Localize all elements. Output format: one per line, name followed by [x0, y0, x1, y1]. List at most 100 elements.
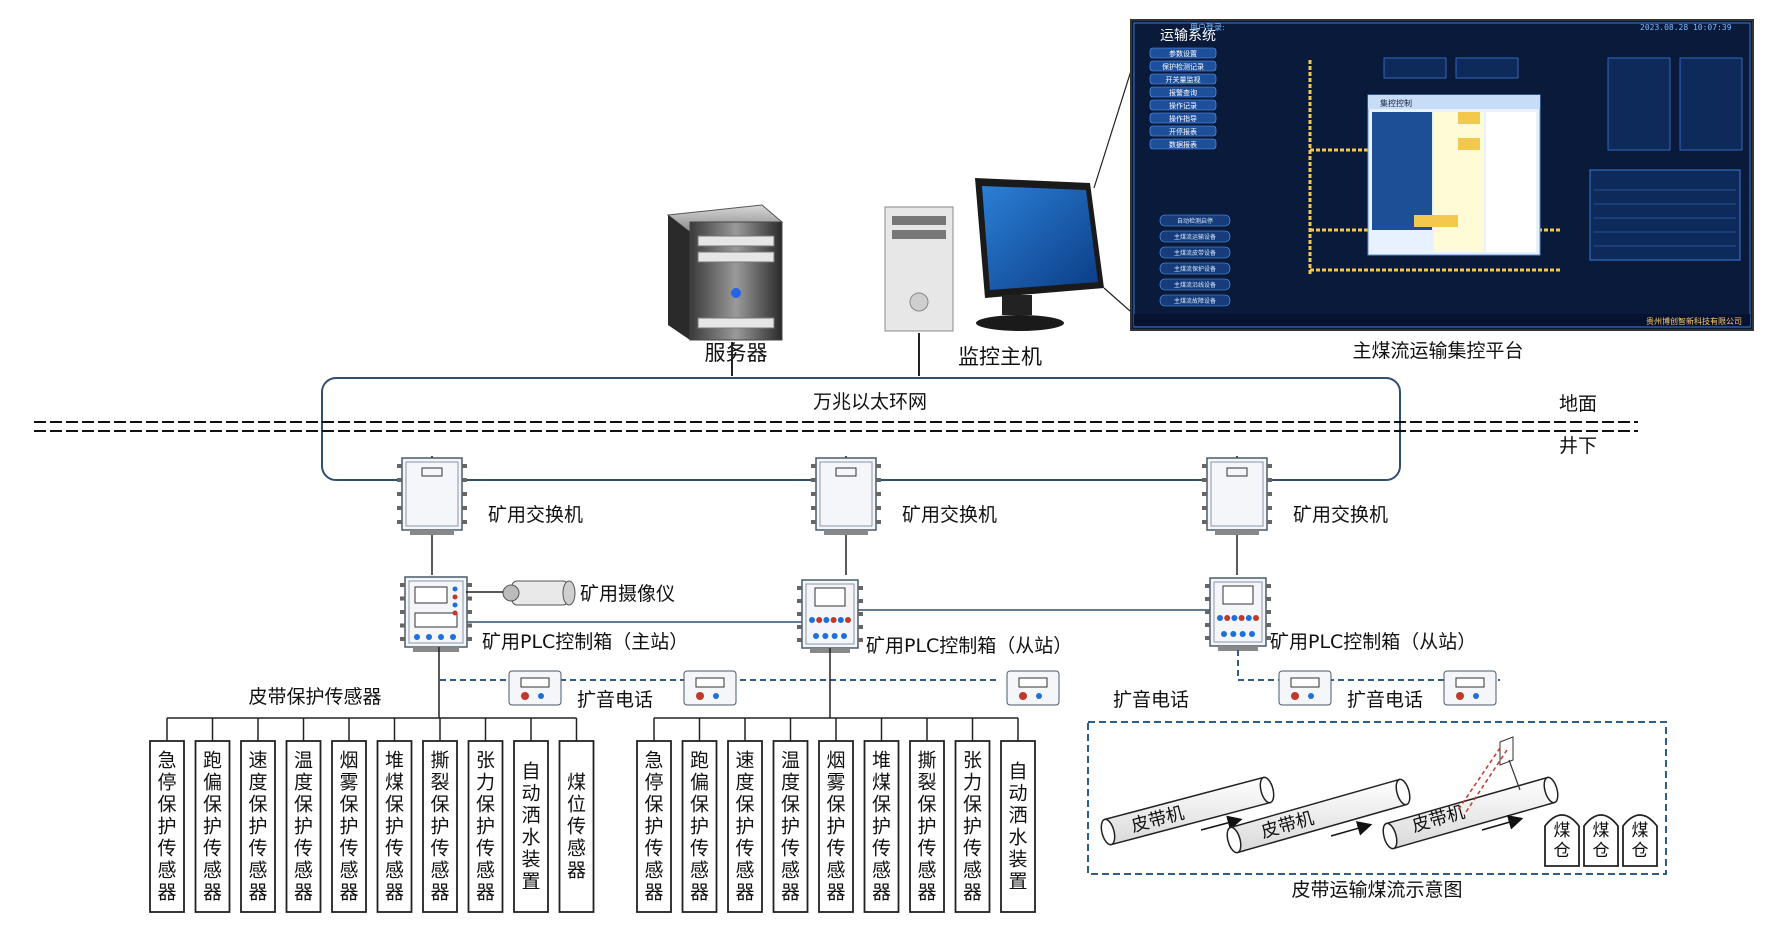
sensor-label: 温度保护传感器	[294, 750, 313, 904]
screen-stat-panel	[1607, 57, 1671, 151]
underground-label: 井下	[1559, 435, 1597, 457]
sensor-group-2: 急停保护传感器 跑偏保护传感器 速度保护传感器温度保护传感器烟雾保护传感器堆煤保护传…	[636, 648, 1036, 913]
switch-label: 矿用交换机	[488, 504, 583, 526]
screen-menu-lower-label: 主煤流运输设备	[1174, 233, 1216, 241]
sensor-label: 急停保护传感器	[644, 750, 663, 904]
sensor-box: 煤位传感器	[558, 740, 595, 913]
platform-screen: 运输系统 用户登录: 2023.08.28 10:07:39 参数设置保护检测记…	[1130, 19, 1754, 331]
sensor-label: 速度保护传感器	[735, 750, 754, 904]
flow-arrow-icon	[1200, 815, 1243, 831]
phone-icon	[508, 670, 562, 706]
screen-menu-button[interactable]	[1149, 73, 1217, 85]
sensor-box: 自动洒水装置	[1000, 740, 1036, 913]
phone-label: 扩音电话	[1347, 689, 1423, 711]
screen-menu-button[interactable]	[1149, 86, 1217, 98]
screen-footer-company: 贵州博创智新科技有限公司	[1646, 316, 1742, 326]
sensor-box: 温度保护传感器	[285, 740, 322, 913]
sensor-box: 温度保护传感器	[772, 740, 809, 913]
mine-switch-icon	[811, 457, 881, 535]
sensor-box: 烟雾保护传感器	[818, 740, 854, 913]
screen-menu-label: 开关量监视	[1166, 75, 1201, 84]
screen-menu-lower-button[interactable]	[1159, 278, 1231, 291]
camera-label: 矿用摄像仪	[580, 583, 675, 605]
flow-arrow-icon	[1481, 815, 1524, 831]
screen-menu-label: 参数设置	[1169, 49, 1197, 58]
screen-menu-button[interactable]	[1149, 60, 1217, 72]
sensor-group-label: 皮带保护传感器	[248, 686, 381, 708]
screen-menu-lower-label: 主煤流故障设备	[1174, 297, 1216, 305]
hopper-icon	[1457, 736, 1521, 813]
plc-box-icon	[400, 576, 472, 652]
bunker-label: 煤仓	[1632, 821, 1649, 861]
screen-menu-lower: 自动检测启停主煤流运输设备主煤流皮带设备主煤流保护设备主煤流沿线设备主煤流故障设…	[1159, 214, 1231, 307]
screen-menu-label: 操作指导	[1169, 114, 1197, 123]
coal-bunker: 煤仓	[1583, 814, 1619, 867]
screen-menu-lower-button[interactable]	[1159, 214, 1231, 227]
sensor-box: 速度保护传感器	[727, 740, 763, 913]
sensor-label: 跑偏保护传感器	[690, 750, 709, 904]
sensor-label: 自动洒水装置	[521, 761, 540, 893]
sensor-label: 撕裂保护传感器	[917, 750, 936, 904]
monitor-icon	[975, 178, 1104, 331]
sensor-label: 速度保护传感器	[248, 750, 267, 904]
phone-icon	[1443, 670, 1497, 706]
sensor-label: 煤位传感器	[567, 772, 586, 882]
screen-menu-lower-label: 主煤流皮带设备	[1174, 249, 1216, 257]
belt-diagram-caption: 皮带运输煤流示意图	[1291, 879, 1462, 901]
screen-menu-label: 数据报表	[1169, 140, 1197, 149]
screen-menu-lower-button[interactable]	[1159, 294, 1231, 307]
sensor-box: 堆煤保护传感器	[376, 740, 413, 913]
sensor-label: 张力保护传感器	[476, 750, 495, 904]
screen-title: 运输系统	[1160, 28, 1216, 44]
screen-menu-lower-button[interactable]	[1159, 246, 1231, 259]
screen-menu-button[interactable]	[1149, 138, 1217, 150]
sensor-box: 急停保护传感器	[636, 740, 672, 913]
screen-menu-lower-label: 主煤流保护设备	[1174, 265, 1216, 273]
plc-box-icon	[797, 579, 863, 653]
surface-label: 地面	[1559, 393, 1597, 415]
sensor-label: 撕裂保护传感器	[430, 750, 449, 904]
sensor-label: 自动洒水装置	[1008, 761, 1027, 893]
screen-stat-panels	[1383, 57, 1743, 151]
sensor-box: 跑偏保护传感器	[681, 740, 718, 913]
sensor-box: 急停保护传感器	[149, 740, 185, 913]
sensor-label: 跑偏保护传感器	[203, 750, 222, 904]
sensor-label: 烟雾保护传感器	[339, 750, 358, 904]
screen-menu-label: 操作记录	[1169, 101, 1197, 110]
pc-tower-icon	[884, 206, 954, 332]
screen-menu-button[interactable]	[1149, 47, 1217, 59]
switch-label: 矿用交换机	[902, 504, 997, 526]
plc-label: 矿用PLC控制箱（从站）	[1270, 631, 1476, 653]
sensor-label: 烟雾保护传感器	[826, 750, 845, 904]
screen-menu-label: 报警查询	[1169, 88, 1197, 97]
surface-boundary	[34, 421, 1638, 432]
mine-switch-icon	[397, 457, 467, 535]
screen-menu-button[interactable]	[1149, 125, 1217, 137]
sensor-box: 撕裂保护传感器	[909, 740, 945, 913]
sensor-box: 张力保护传感器	[954, 740, 991, 913]
screen-stat-panel	[1455, 57, 1519, 79]
plc-box-icon	[1205, 577, 1271, 651]
screen-menu-label: 开停报表	[1169, 127, 1197, 136]
screen-menu-lower-label: 自动检测启停	[1177, 217, 1213, 225]
monitor-host-label: 监控主机	[958, 345, 1042, 369]
sensor-box: 烟雾保护传感器	[331, 740, 367, 913]
switch-row: 矿用交换机矿用交换机矿用交换机	[397, 456, 1388, 575]
screen-menu-button[interactable]	[1149, 99, 1217, 111]
sensor-box: 堆煤保护传感器	[863, 740, 900, 913]
plc-label: 矿用PLC控制箱（从站）	[866, 635, 1072, 657]
plc-label: 矿用PLC控制箱（主站）	[482, 631, 688, 653]
screen-menu-button[interactable]	[1149, 112, 1217, 124]
phone-icon	[1278, 670, 1332, 706]
belt-diagram: 皮带机皮带机皮带机煤仓煤仓煤仓	[1100, 736, 1658, 867]
mine-switch-icon	[1202, 457, 1272, 535]
bunker-label: 煤仓	[1593, 821, 1610, 861]
belt-diagram-frame	[1087, 721, 1667, 875]
screen-menu-lower-button[interactable]	[1159, 262, 1231, 275]
sensor-label: 张力保护传感器	[963, 750, 982, 904]
phone-icon	[683, 670, 737, 706]
screen-menu-lower-button[interactable]	[1159, 230, 1231, 243]
